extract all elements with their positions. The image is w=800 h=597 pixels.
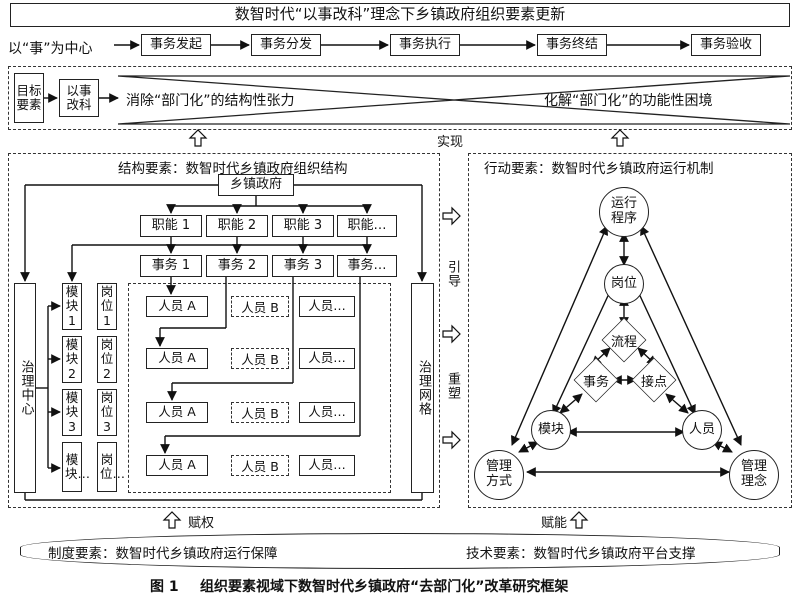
label-empower-ability: 赋能 <box>541 516 568 531</box>
person-b-3: 人员 B <box>231 402 289 423</box>
process-step-2: 事务分发 <box>251 34 321 56</box>
affair-box-4: 事务… <box>337 255 397 277</box>
function-box-4: 职能… <box>337 215 397 237</box>
person-a-1: 人员 A <box>146 296 208 317</box>
function-box-1: 职能 1 <box>140 215 202 237</box>
person-a-2: 人员 A <box>146 348 208 369</box>
node-concept: 管理理念 <box>729 450 779 500</box>
person-b-4: 人员 B <box>231 455 289 476</box>
function-box-2: 职能 2 <box>206 215 268 237</box>
goal-left-text: 消除“部门化”的结构性张力 <box>126 93 295 109</box>
goal-right-text: 化解“部门化”的功能性困境 <box>544 93 713 109</box>
governance-center: 治理中心 <box>14 283 36 493</box>
main-title: 数智时代“以事改科”理念下乡镇政府组织要素更新 <box>10 3 790 27</box>
label-reshape: 重塑 <box>445 372 460 400</box>
process-step-4: 事务终结 <box>537 34 607 56</box>
process-step-5: 事务验收 <box>691 34 761 56</box>
person-etc-2: 人员… <box>299 348 355 369</box>
person-b-1: 人员 B <box>231 296 289 317</box>
node-person: 人员 <box>682 410 722 450</box>
affair-box-2: 事务 2 <box>206 255 268 277</box>
affair-box-3: 事务 3 <box>272 255 334 277</box>
post-box-4: 岗位… <box>97 442 125 492</box>
structure-top: 乡镇政府 <box>218 174 294 196</box>
label-empower-rights: 赋权 <box>188 516 215 531</box>
module-box-1: 模块1 <box>62 283 82 330</box>
figure-number: 图 1 <box>150 579 179 595</box>
node-method: 管理方式 <box>474 450 524 500</box>
module-box-3: 模块3 <box>62 389 82 436</box>
process-step-1: 事务发起 <box>141 34 211 56</box>
structure-heading: 结构要素：数智时代乡镇政府组织结构 <box>118 161 348 177</box>
base-left-text: 制度要素：数智时代乡镇政府运行保障 <box>48 546 278 562</box>
affair-box-1: 事务 1 <box>140 255 202 277</box>
node-affair: 事务 <box>574 358 618 402</box>
module-box-4: 模块… <box>62 442 90 492</box>
label-guide: 引导 <box>445 260 460 288</box>
label-realize: 实现 <box>437 135 464 150</box>
person-a-4: 人员 A <box>146 455 208 476</box>
base-right-text: 技术要素：数智时代乡镇政府平台支撑 <box>466 546 696 562</box>
person-etc-1: 人员… <box>299 296 355 317</box>
person-b-2: 人员 B <box>231 348 289 369</box>
post-box-2: 岗位2 <box>97 336 117 383</box>
post-box-3: 岗位3 <box>97 389 117 436</box>
action-heading: 行动要素：数智时代乡镇政府运行机制 <box>484 161 714 177</box>
node-module: 模块 <box>531 410 571 450</box>
structure-panel <box>8 153 440 508</box>
person-a-3: 人员 A <box>146 402 208 423</box>
process-label: 以“事”为中心 <box>8 41 93 57</box>
action-panel <box>468 153 792 508</box>
process-step-3: 事务执行 <box>390 34 460 56</box>
post-box-1: 岗位1 <box>97 283 117 330</box>
node-post: 岗位 <box>604 264 644 304</box>
goal-side-label: 目标要素 <box>14 73 44 123</box>
personnel-area <box>128 283 391 493</box>
node-contact: 接点 <box>632 358 676 402</box>
governance-grid: 治理网格 <box>411 283 434 493</box>
figure-caption: 组织要素视域下数智时代乡镇政府“去部门化”改革研究框架 <box>200 579 569 595</box>
node-procedure: 运行程序 <box>599 187 649 237</box>
person-etc-3: 人员… <box>299 402 355 423</box>
base-band <box>20 533 780 569</box>
goal-concept: 以事改科 <box>59 79 99 117</box>
module-box-2: 模块2 <box>62 336 82 383</box>
node-flow: 流程 <box>602 318 646 362</box>
person-etc-4: 人员… <box>299 455 355 476</box>
goal-band <box>8 66 792 130</box>
function-box-3: 职能 3 <box>272 215 334 237</box>
